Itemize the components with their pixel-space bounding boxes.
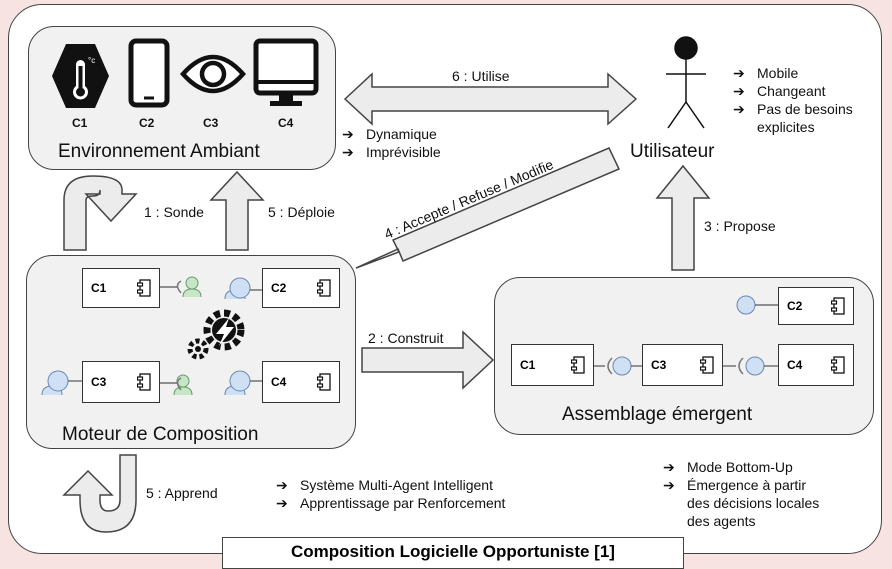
assembly-lollipop-c3 — [612, 356, 632, 376]
propose-arrow — [655, 164, 711, 271]
monitor-icon — [253, 38, 319, 106]
bullet-arrow: ➔ — [733, 65, 745, 81]
component-label: C2 — [271, 281, 287, 295]
user-title: Utilisateur — [630, 141, 715, 162]
thermometer-icon: °c — [52, 44, 109, 108]
bullet-arrow: ➔ — [733, 101, 745, 117]
utilise-label: 6 : Utilise — [452, 68, 510, 84]
assembly-trait: des agents — [687, 513, 756, 529]
component-label: C3 — [91, 375, 107, 389]
bullet-arrow: ➔ — [342, 126, 354, 142]
bullet-arrow: ➔ — [733, 83, 745, 99]
component-icon — [831, 356, 845, 374]
component-icon — [137, 279, 151, 297]
assembly-traits: ➔ Mode Bottom-Up ➔ Émergence à partir des … — [663, 458, 819, 530]
deploie-label: 5 : Déploie — [268, 204, 335, 220]
deploie-arrow — [209, 170, 265, 251]
sonde-arrow — [63, 175, 138, 251]
svg-text:°c: °c — [88, 56, 95, 65]
assembly-lollipop-c4 — [745, 356, 765, 376]
component-icon — [831, 297, 845, 315]
assembly-trait: Émergence à partir — [687, 477, 807, 493]
environment-title: Environnement Ambiant — [58, 141, 260, 162]
bullet-arrow: ➔ — [342, 144, 354, 160]
agent-green-2 — [173, 374, 193, 396]
utilise-arrow — [343, 72, 638, 126]
user-trait: explicites — [757, 119, 815, 135]
component-icon — [700, 356, 714, 374]
component-label: C1 — [91, 281, 107, 295]
user-trait: Changeant — [757, 83, 826, 99]
agent-blue-3 — [224, 370, 251, 396]
engine-component-c1: C1 — [82, 268, 160, 308]
engine-title: Moteur de Composition — [62, 424, 259, 445]
sonde-label: 1 : Sonde — [144, 204, 204, 220]
assembly-trait: des décisions locales — [687, 495, 820, 511]
env-trait: Imprévisible — [366, 144, 441, 160]
apprend-label: 5 : Apprend — [146, 485, 218, 501]
user-trait: Pas de besoins — [757, 101, 853, 117]
env-trait: Dynamique — [366, 126, 437, 142]
engine-traits: ➔ Système Multi-Agent Intelligent ➔ Appren… — [276, 476, 505, 512]
user-stick-figure — [666, 36, 706, 129]
agent-blue-2 — [41, 370, 69, 396]
component-label: C3 — [651, 358, 667, 372]
user-trait: Mobile — [757, 65, 799, 81]
engine-component-c2: C2 — [262, 268, 340, 308]
component-icon — [571, 356, 585, 374]
bullet-arrow: ➔ — [276, 495, 288, 511]
component-label: C1 — [520, 358, 536, 372]
assembly-title: Assemblage émergent — [562, 404, 753, 425]
component-label: C2 — [787, 299, 803, 313]
engine-component-c3: C3 — [82, 361, 160, 403]
user-traits: ➔ Mobile ➔ Changeant ➔ Pas de besoins expli… — [733, 64, 853, 136]
bullet-arrow: ➔ — [276, 477, 288, 493]
assembly-component-c2: C2 — [778, 287, 854, 325]
bullet-arrow: ➔ — [663, 459, 675, 475]
device-label-c1: C1 — [72, 116, 88, 130]
assembly-trait: Mode Bottom-Up — [687, 459, 793, 475]
engine-trait: Système Multi-Agent Intelligent — [300, 477, 493, 493]
gear-lightning-icon — [187, 309, 245, 360]
propose-label: 3 : Propose — [704, 218, 776, 234]
apprend-arrow — [62, 454, 137, 533]
component-label: C4 — [787, 358, 803, 372]
component-icon — [317, 373, 331, 391]
construit-arrow — [361, 330, 495, 390]
construit-label: 2 : Construit — [368, 330, 444, 346]
accepte-arrow — [355, 147, 621, 269]
assembly-component-c4: C4 — [778, 344, 854, 386]
device-label-c3: C3 — [203, 116, 219, 130]
footer-title: Composition Logicielle Opportuniste [1] — [222, 537, 684, 569]
assembly-lollipop-c2 — [736, 295, 756, 315]
assembly-component-c3: C3 — [642, 344, 723, 386]
device-label-c4: C4 — [278, 116, 294, 130]
component-label: C4 — [271, 375, 287, 389]
environment-traits: ➔ Dynamique ➔ Imprévisible — [342, 125, 441, 161]
component-icon — [137, 373, 151, 391]
device-label-c2: C2 — [139, 116, 155, 130]
bullet-arrow: ➔ — [663, 477, 675, 493]
assembly-component-c1: C1 — [511, 344, 594, 386]
component-icon — [317, 279, 331, 297]
smartphone-icon — [128, 38, 170, 108]
agent-green-1 — [182, 276, 202, 298]
agent-blue-1 — [224, 277, 251, 300]
eye-icon — [179, 54, 247, 94]
engine-component-c4: C4 — [262, 361, 340, 403]
engine-trait: Apprentissage par Renforcement — [300, 495, 506, 511]
